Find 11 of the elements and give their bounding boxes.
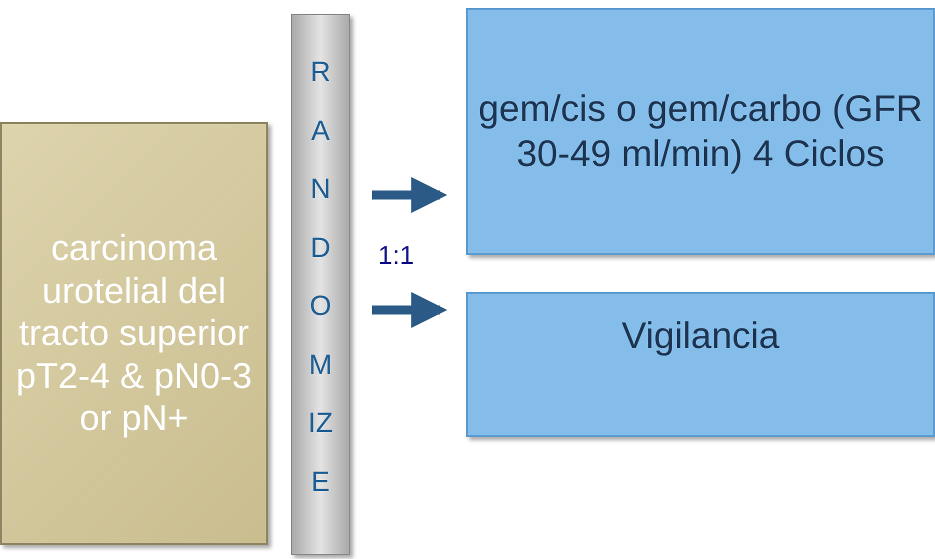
- node-label: carcinoma urotelial del tracto superior pT2-4 & pN0-3 or pN+: [14, 227, 254, 440]
- node-label: gem/cis o gem/carbo (GFR 30-49 ml/min) 4 Ciclos: [477, 87, 924, 176]
- node-label: Vigilancia: [622, 314, 780, 358]
- randomize-bar: [291, 14, 350, 555]
- arrow: [372, 177, 448, 213]
- node-label: RANDOMIZE: [307, 55, 334, 498]
- arrow: [372, 292, 448, 328]
- treatment-box: [466, 8, 935, 255]
- patient-box: [0, 122, 268, 545]
- surveillance-box: [466, 292, 935, 437]
- ratio-label: 1:1: [378, 240, 414, 271]
